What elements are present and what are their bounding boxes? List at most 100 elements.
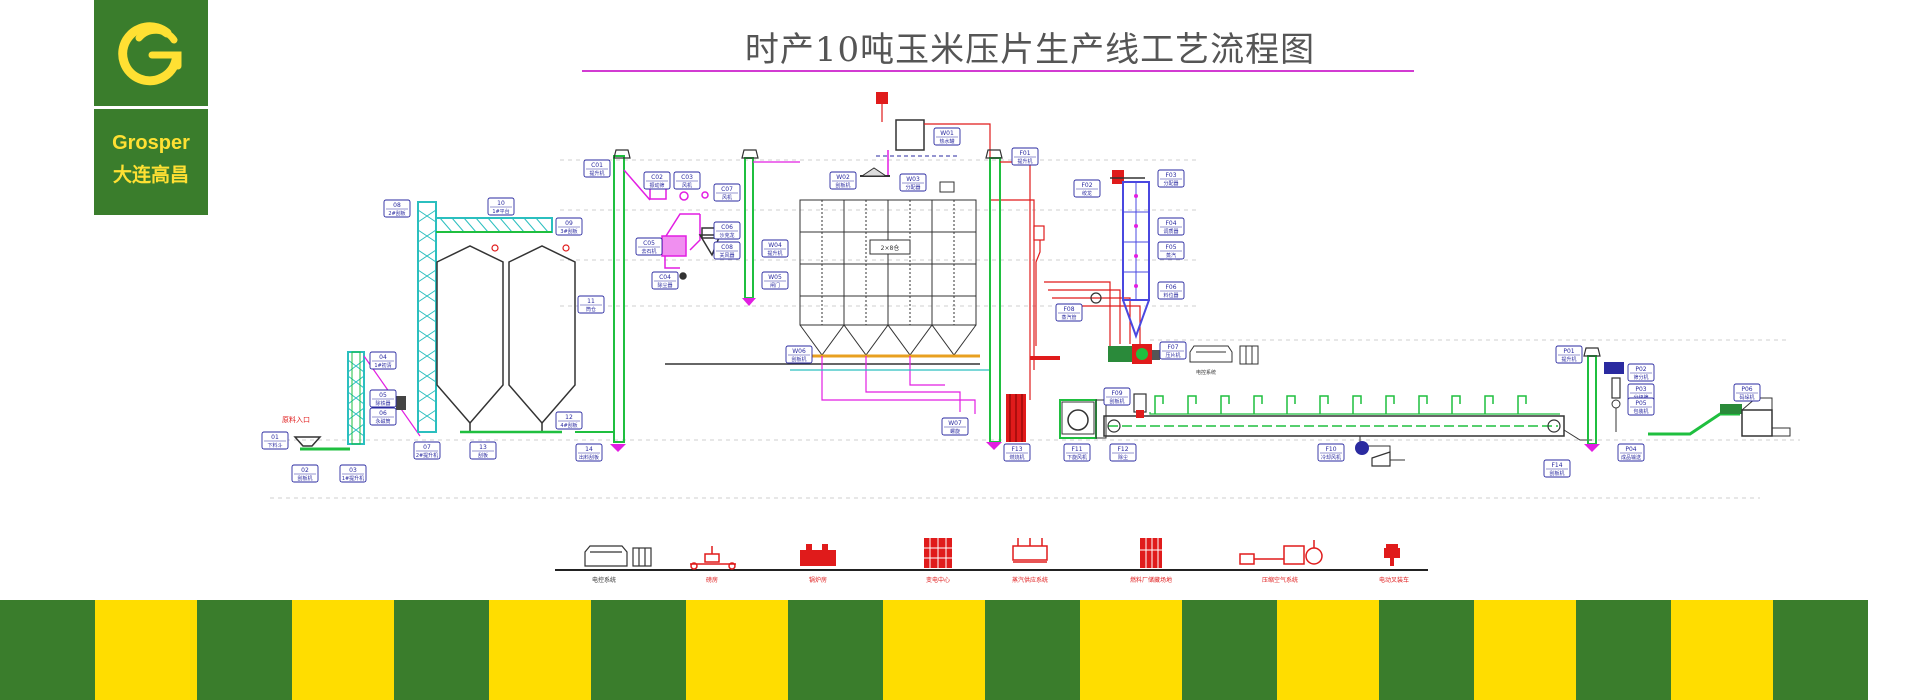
equipment-name: 蒸汽	[1166, 252, 1176, 259]
equipment-name: 燃烧机	[1009, 454, 1024, 461]
footer-stripe	[1576, 600, 1671, 700]
legend-label-scale: 磅房	[706, 576, 718, 584]
equipment-code: 04	[379, 354, 387, 361]
level-lines	[270, 159, 1800, 499]
equipment-name: 1#提升机	[342, 475, 364, 482]
equipment-code: F06	[1165, 284, 1176, 291]
equipment-code: 07	[423, 444, 431, 451]
legend-label-substation: 变电中心	[926, 576, 950, 584]
utility-legend: 电控系统磅房锅炉房变电中心蒸汽供应系统燃料厂储藏场地压缩空气系统电动叉装车	[555, 538, 1428, 584]
equipment-code: C07	[721, 186, 733, 193]
equipment-name: 1#初清	[374, 362, 391, 369]
equipment-name: 刮板机	[1109, 398, 1124, 405]
equipment-name: 刮板机	[791, 356, 806, 363]
equipment-code: 05	[379, 392, 387, 399]
equipment-name: 4#刮板	[560, 422, 577, 429]
silo-tower	[417, 201, 570, 433]
equipment-tag-03: 031#提升机	[339, 464, 367, 483]
equipment-name: 螺旋	[950, 428, 960, 435]
logo-company-name: 大连高昌	[112, 164, 189, 186]
equipment-code: W04	[768, 242, 782, 249]
equipment-tag-12: 124#刮板	[555, 411, 583, 430]
equipment-name: 风机	[722, 194, 732, 201]
equipment-name: 2#刮板	[388, 210, 405, 217]
equipment-code: F12	[1117, 446, 1128, 453]
equipment-name: 去石机	[641, 248, 656, 255]
equipment-code: F08	[1063, 306, 1074, 313]
footer-stripe	[686, 600, 788, 700]
silo-group	[436, 245, 576, 432]
equipment-code: 01	[271, 434, 279, 441]
equipment-code: F14	[1551, 462, 1562, 469]
equipment-code: 08	[393, 202, 401, 209]
control-room-label: 电控系统	[1196, 369, 1216, 376]
equipment-code: C03	[681, 174, 693, 181]
equipment-code: W02	[836, 174, 850, 181]
footer-stripe	[1671, 600, 1773, 700]
equipment-name: 3#刮板	[560, 228, 577, 235]
equipment-code: W03	[906, 176, 920, 183]
intake-label: 原料入口	[282, 415, 310, 424]
equipment-code: 03	[349, 467, 357, 474]
title-underline	[582, 70, 1414, 72]
equipment-name: 出料刮板	[579, 454, 599, 461]
equipment-name: 提升机	[767, 250, 782, 257]
equipment-name: 除尘	[1118, 454, 1128, 461]
equipment-code: P06	[1741, 386, 1752, 393]
equipment-name: 提升机	[589, 170, 604, 177]
intake-section: 原料入口	[282, 415, 350, 451]
equipment-name: 刮板机	[1549, 470, 1564, 477]
equipment-code: C08	[721, 244, 733, 251]
equipment-name: 下料斗	[267, 442, 282, 449]
equipment-code: F09	[1111, 390, 1122, 397]
footer-stripe	[1080, 600, 1182, 700]
equipment-code: F03	[1165, 172, 1176, 179]
legend-label-compressed-air: 压缩空气系统	[1262, 576, 1298, 584]
legend-label-control-room: 电控系统	[592, 576, 616, 584]
footer-stripe	[985, 600, 1080, 700]
intake-hopper	[293, 436, 322, 447]
equipment-name: 分配器	[905, 184, 920, 191]
equipment-code: C05	[643, 240, 655, 247]
equipment-code: W05	[768, 274, 782, 281]
equipment-code: 12	[565, 414, 573, 421]
equipment-name: 成品输送	[1621, 454, 1641, 461]
footer-stripe	[95, 600, 197, 700]
equipment-code: 02	[301, 467, 309, 474]
equipment-code: F05	[1165, 244, 1176, 251]
equipment-code: 14	[585, 446, 593, 453]
forklift-icon	[1384, 544, 1400, 566]
equipment-name: 风机	[682, 182, 692, 189]
footer-stripe	[1474, 600, 1576, 700]
equipment-code: 06	[379, 410, 387, 417]
equipment-name: 2#提升机	[416, 452, 438, 459]
equipment-code: 10	[497, 200, 505, 207]
footer-stripe	[1379, 600, 1474, 700]
gc-monogram-icon	[118, 22, 182, 86]
equipment-name: 刮板机	[835, 182, 850, 189]
legend-labels: 电控系统磅房锅炉房变电中心蒸汽供应系统燃料厂储藏场地压缩空气系统电动叉装车	[592, 576, 1409, 584]
equipment-name: 筛分机	[1633, 374, 1648, 381]
